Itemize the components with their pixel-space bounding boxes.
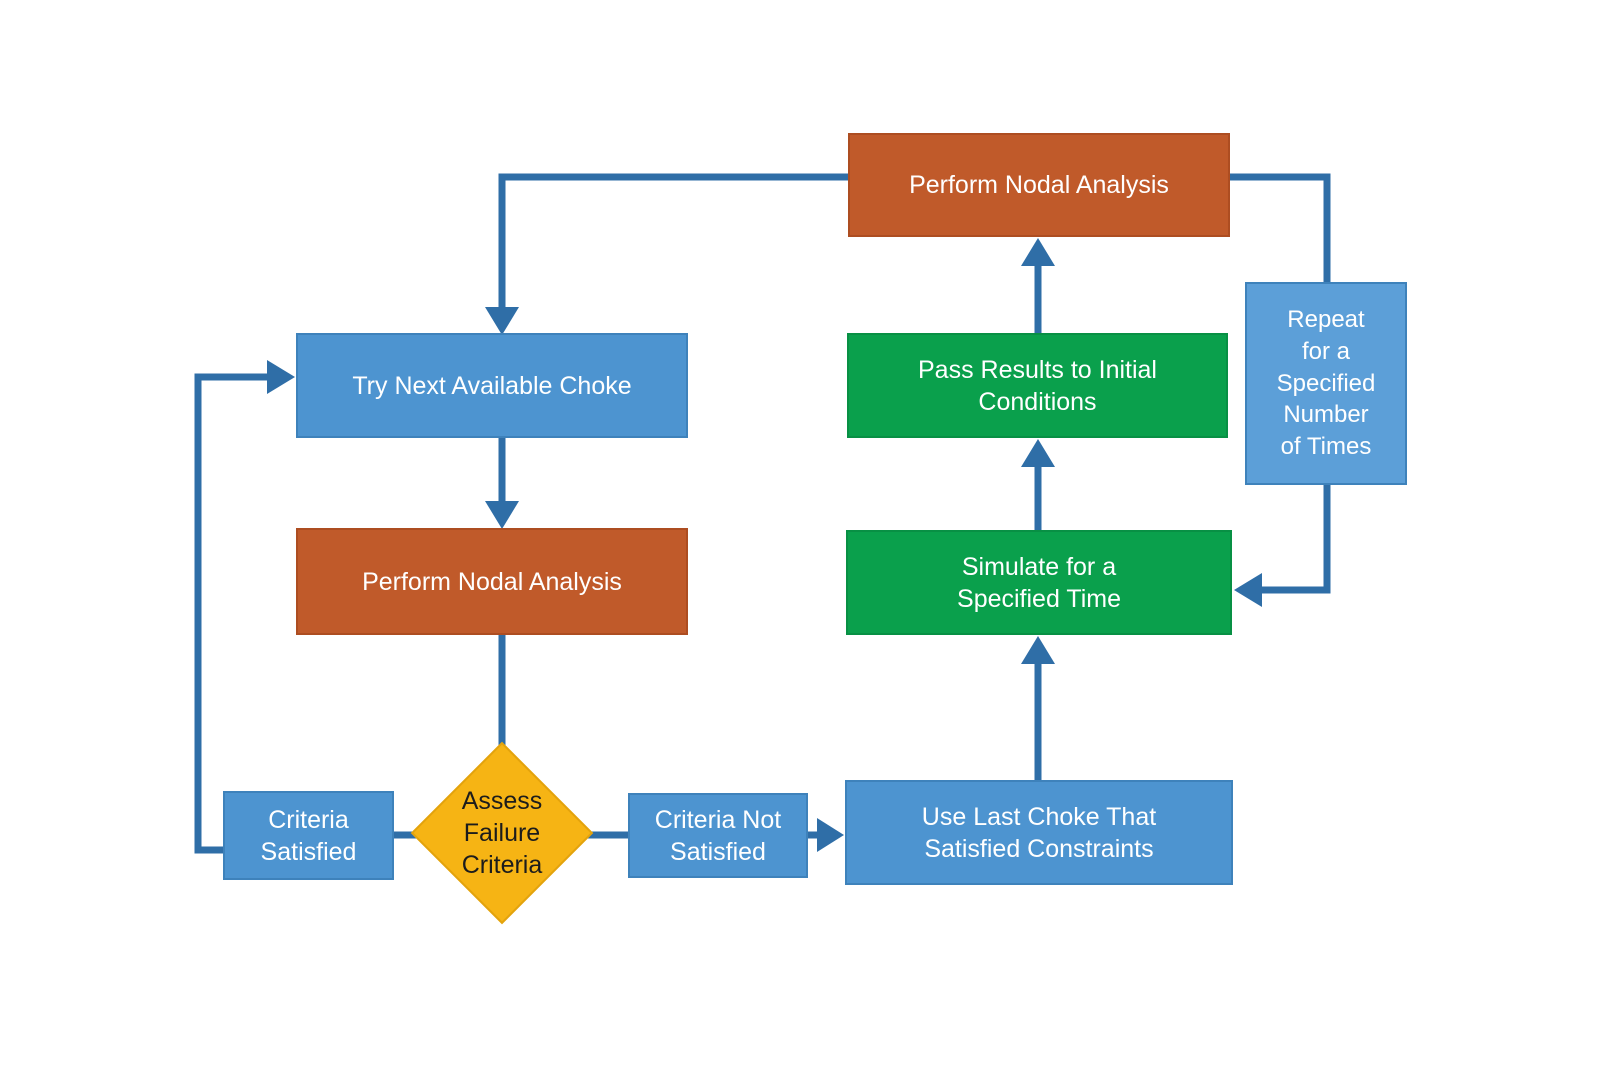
node-simulate-specified-time-label: Simulate for a Specified Time [957, 552, 1121, 613]
node-repeat-specified-number-of-times-label: Repeat for a Specified Number of Times [1276, 305, 1376, 461]
arrowhead-up-simulate [1021, 636, 1055, 664]
node-perform-nodal-analysis-top: Perform Nodal Analysis [848, 133, 1230, 237]
node-use-last-choke-label: Use Last Choke That Satisfied Constraint… [921, 802, 1157, 863]
arrowhead-left-simulate [1234, 573, 1262, 607]
edge-top-analysis-to-try-next [498, 173, 848, 307]
node-assess-failure-criteria-label: Assess Failure Criteria [461, 787, 543, 879]
node-perform-nodal-analysis-top-label: Perform Nodal Analysis [909, 171, 1169, 199]
arrowhead-up-pass-results [1021, 439, 1055, 467]
node-criteria-satisfied-label: Criteria Satisfied [260, 805, 357, 866]
node-simulate-specified-time: Simulate for a Specified Time [846, 530, 1232, 635]
node-use-last-choke: Use Last Choke That Satisfied Constraint… [845, 780, 1233, 885]
node-criteria-satisfied: Criteria Satisfied [223, 791, 394, 880]
arrowhead-right-use-last [817, 818, 844, 852]
node-criteria-not-satisfied: Criteria Not Satisfied [628, 793, 808, 878]
node-criteria-not-satisfied-label: Criteria Not Satisfied [654, 805, 782, 866]
node-try-next-available-choke: Try Next Available Choke [296, 333, 688, 438]
edge-criteria-satisfied-to-try-next [194, 373, 267, 854]
node-try-next-available-choke-label: Try Next Available Choke [352, 371, 632, 400]
arrowhead-down-nodal-left [485, 501, 519, 529]
node-perform-nodal-analysis-left: Perform Nodal Analysis [296, 528, 688, 635]
node-pass-results-initial-conditions: Pass Results to Initial Conditions [847, 333, 1228, 438]
arrowhead-down-try-next [485, 307, 519, 335]
node-assess-failure-criteria: Assess Failure Criteria [410, 741, 594, 925]
node-perform-nodal-analysis-left-label: Perform Nodal Analysis [362, 567, 622, 596]
node-pass-results-initial-conditions-label: Pass Results to Initial Conditions [918, 355, 1157, 416]
arrowhead-right-try-next [267, 360, 295, 394]
arrowhead-up-top-analysis [1021, 238, 1055, 266]
node-repeat-specified-number-of-times: Repeat for a Specified Number of Times [1245, 282, 1407, 485]
